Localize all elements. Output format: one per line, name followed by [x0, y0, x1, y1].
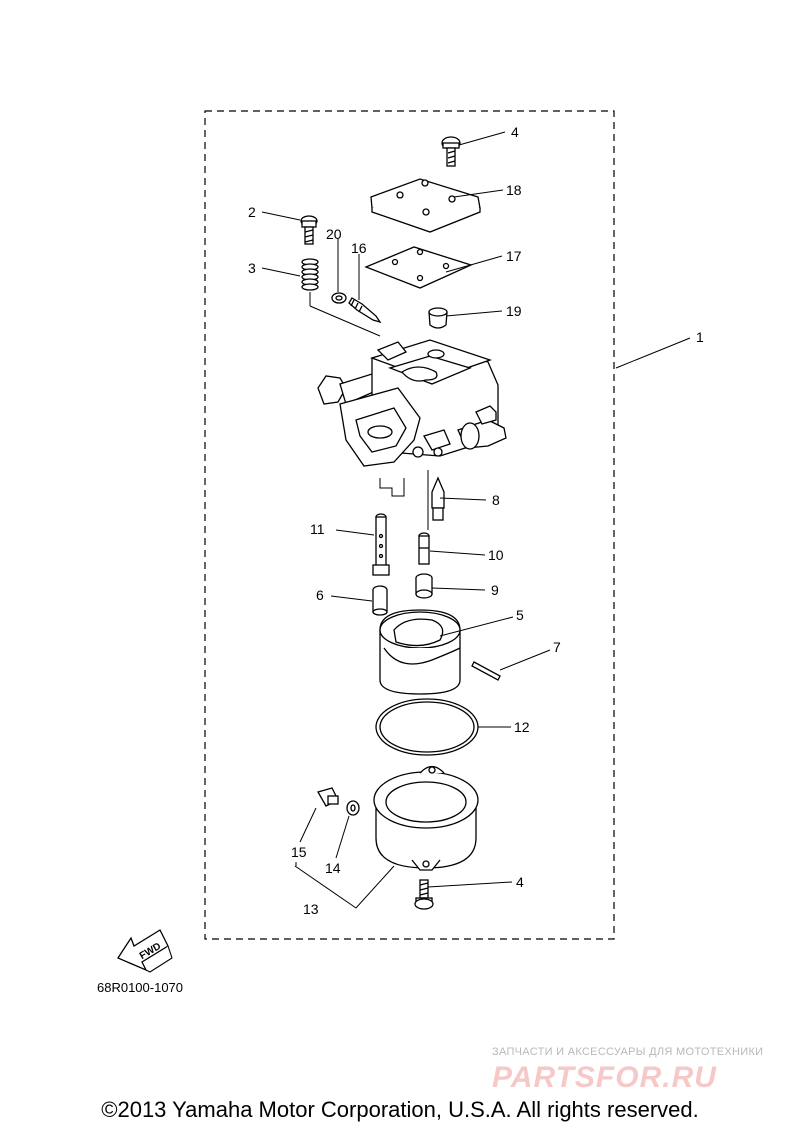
callout-17: 17 [506, 248, 522, 264]
callout-14: 14 [325, 860, 341, 876]
part-14-washer [346, 800, 360, 816]
part-13-float-bowl [373, 765, 479, 871]
watermark-tagline: ЗАПЧАСТИ И АКСЕССУАРЫ ДЛЯ МОТОТЕХНИКИ [492, 1046, 763, 1058]
part-16-needle [348, 297, 382, 324]
part-3-spring [301, 258, 319, 291]
callout-1: 1 [696, 329, 704, 345]
part-6-pilot-jet [372, 585, 388, 616]
part-5-float [379, 609, 461, 695]
watermark-logo: PARTSFOR.RU [492, 1061, 717, 1094]
callout-labels: 4 18 2 20 16 17 3 19 1 8 11 10 9 6 5 7 1… [248, 124, 704, 917]
callout-7: 7 [553, 639, 561, 655]
callout-5: 5 [516, 607, 524, 623]
callout-12: 12 [514, 719, 530, 735]
callout-3: 3 [248, 260, 256, 276]
callout-15: 15 [291, 844, 307, 860]
callout-10: 10 [488, 547, 504, 563]
callout-19: 19 [506, 303, 522, 319]
part-17-gasket [364, 246, 473, 289]
callout-11: 11 [310, 521, 325, 537]
drawing-code: 68R0100-1070 [97, 980, 183, 995]
callout-4-top: 4 [511, 124, 519, 140]
callout-8: 8 [492, 492, 500, 508]
part-15-drain-screw [317, 787, 339, 807]
callout-2: 2 [248, 204, 256, 220]
part-1-carburetor-body [317, 339, 507, 467]
part-4-bottom-screw [414, 879, 434, 910]
part-10-jet [418, 532, 430, 565]
copyright-notice: ©2013 Yamaha Motor Corporation, U.S.A. A… [101, 1097, 699, 1122]
callout-16: 16 [351, 240, 367, 256]
part-7-pin [471, 661, 501, 681]
fwd-arrow-icon: FWD [117, 929, 173, 973]
part-9-main-jet [415, 573, 433, 599]
part-4-top-screw [441, 136, 461, 167]
part-18-cover [370, 178, 481, 233]
callout-13: 13 [303, 901, 319, 917]
part-2-screw [300, 215, 318, 245]
callout-18: 18 [506, 182, 522, 198]
callout-4-bottom: 4 [516, 874, 524, 890]
part-20-seal [331, 292, 347, 304]
part-8-needle-valve [431, 476, 445, 521]
assembly-boundary [204, 110, 615, 940]
callout-9: 9 [491, 582, 499, 598]
leader-lines [261, 131, 691, 909]
part-12-o-ring [375, 698, 479, 756]
callout-20: 20 [326, 226, 342, 242]
callout-6: 6 [316, 587, 324, 603]
part-11-emulsion-tube [372, 513, 390, 576]
part-19-plug [428, 307, 448, 329]
